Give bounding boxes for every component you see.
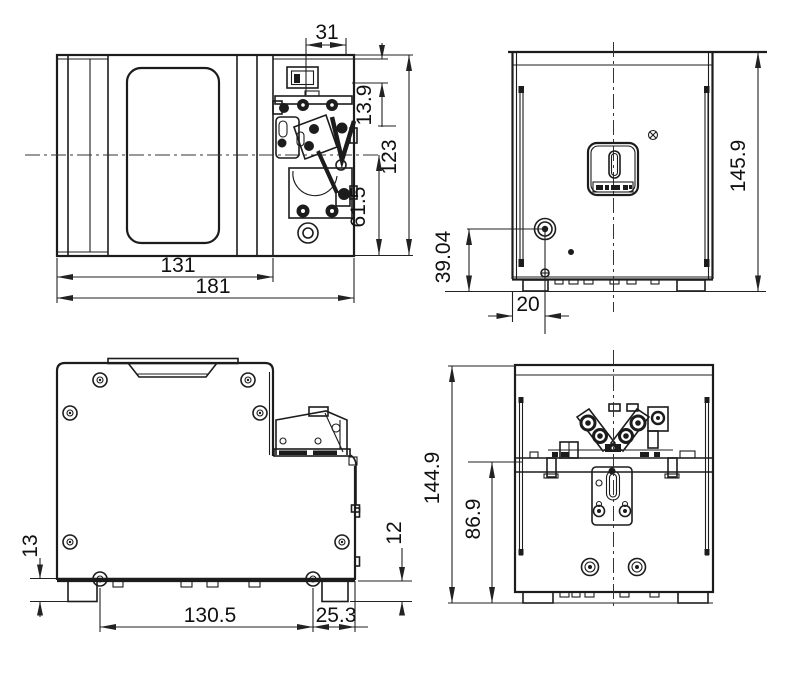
dim-86.9: 86.9 [462, 499, 485, 540]
rear-side-view: 13 12 130.5 25.3 [19, 357, 412, 632]
dim-123: 123 [378, 139, 401, 174]
foot [67, 580, 98, 603]
mount-bracket [591, 466, 633, 526]
handle [107, 357, 239, 365]
rear-side-dimensions: 13 12 130.5 25.3 [19, 521, 412, 632]
dim-20: 20 [516, 293, 539, 316]
rear-dimensions: 144.9 86.9 [421, 365, 523, 603]
feeder-bracket-side [273, 406, 361, 513]
feeder-rollers-rear [575, 403, 669, 453]
rear-view: 144.9 86.9 [421, 350, 715, 608]
front-dimensions: 31 13.9 61.5 123 131 [56, 21, 413, 303]
side-view: 145.9 39.04 20 [432, 42, 767, 334]
dim-131: 131 [160, 254, 195, 277]
screw [647, 129, 659, 141]
dim-39.04: 39.04 [432, 230, 455, 283]
power-switch [286, 66, 319, 89]
dim-13.9: 13.9 [353, 85, 376, 126]
side-latch [586, 141, 640, 197]
dim-25.3: 25.3 [316, 604, 357, 627]
foot [676, 279, 706, 292]
feeder-mechanism-front [272, 90, 358, 244]
dim-145.9: 145.9 [727, 140, 750, 193]
dim-130.5: 130.5 [184, 604, 237, 627]
foot [522, 279, 549, 292]
mount-holes [580, 557, 647, 577]
dim-144.9: 144.9 [421, 452, 444, 505]
foot [321, 580, 349, 603]
screw-hole [297, 222, 319, 244]
dim-31: 31 [315, 21, 338, 44]
foot [677, 591, 709, 604]
front-view: 31 13.9 61.5 123 131 [25, 21, 413, 303]
dim-12: 12 [383, 521, 406, 544]
dim-61.5: 61.5 [347, 187, 370, 228]
dim-13: 13 [19, 534, 42, 557]
dim-181: 181 [195, 275, 230, 298]
panel-screws [62, 372, 350, 587]
foot [522, 591, 554, 604]
side-dimensions: 145.9 39.04 20 [432, 52, 761, 322]
